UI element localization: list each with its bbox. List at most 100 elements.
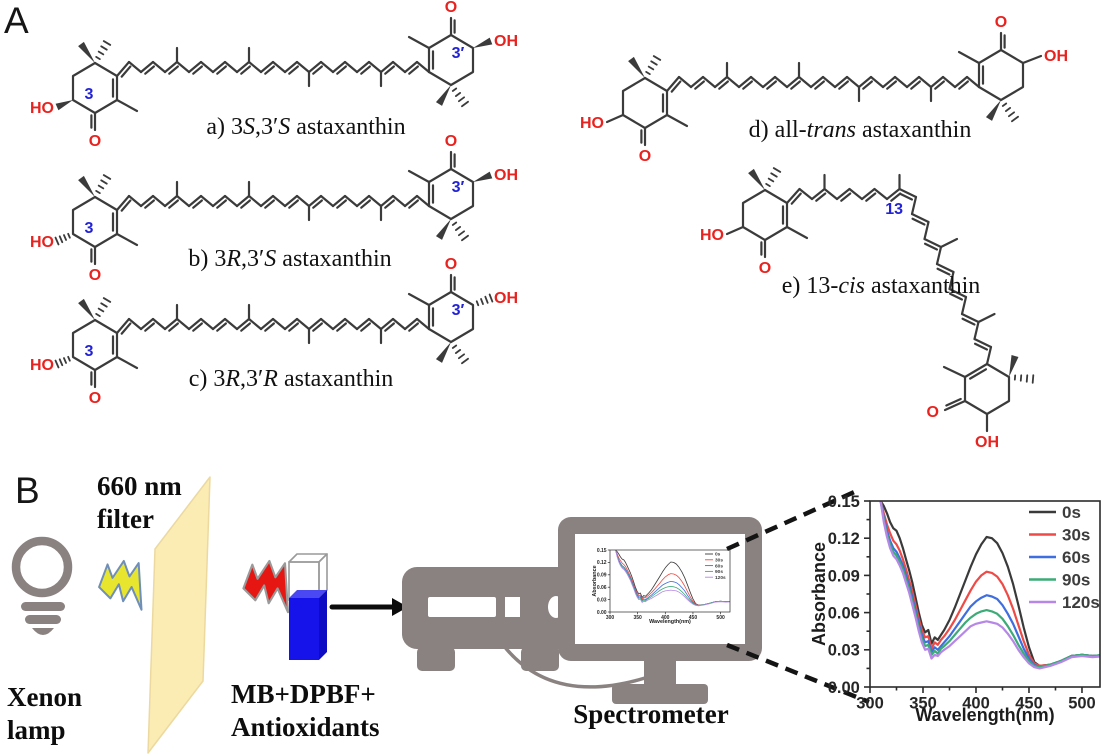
xenon-lamp-label: Xenon lamp <box>7 681 82 748</box>
filter-label-line2: filter <box>97 504 154 535</box>
caption-structure-c: c) 3R,3′R astaxanthin <box>189 366 394 393</box>
caption-part: astaxanthin <box>865 273 981 299</box>
xenon-lamp-icon <box>11 536 73 635</box>
svg-text:3′: 3′ <box>452 179 465 196</box>
caption-part: e) 13- <box>781 273 839 299</box>
svg-text:Wavelength(nm): Wavelength(nm) <box>915 705 1054 725</box>
caption-part: a) 3 <box>206 114 244 140</box>
caption-part: R <box>263 366 278 392</box>
cuvette-icon <box>288 553 328 660</box>
svg-text:OH: OH <box>494 167 518 184</box>
caption-part: ,3′ <box>240 366 264 392</box>
svg-text:HO: HO <box>700 227 724 244</box>
svg-text:O: O <box>445 133 457 150</box>
filter-pane-icon <box>147 476 211 754</box>
svg-text:O: O <box>89 390 101 407</box>
svg-text:O: O <box>445 0 457 16</box>
svg-text:350: 350 <box>633 615 642 621</box>
filter-label-line1: 660 nm <box>97 471 182 501</box>
svg-text:30s: 30s <box>715 558 723 564</box>
caption-part: astaxanthin <box>856 117 972 143</box>
svg-text:0.06: 0.06 <box>828 605 860 623</box>
svg-text:HO: HO <box>580 115 604 132</box>
svg-text:Absorbance: Absorbance <box>809 542 829 646</box>
svg-text:OH: OH <box>975 434 999 451</box>
sample-label-line2: Antioxidants <box>231 712 380 743</box>
svg-text:0.12: 0.12 <box>597 560 607 566</box>
caption-part: S <box>243 114 256 140</box>
svg-text:90s: 90s <box>1062 571 1090 590</box>
filter-label: 660 nm filter <box>97 470 182 537</box>
svg-text:O: O <box>89 267 101 284</box>
caption-part: d) all- <box>748 117 807 143</box>
svg-text:60s: 60s <box>1062 548 1090 567</box>
svg-text:HO: HO <box>30 357 54 374</box>
svg-text:HO: HO <box>30 100 54 117</box>
caption-part: R <box>225 366 241 392</box>
svg-text:300: 300 <box>856 695 884 713</box>
svg-text:O: O <box>445 256 457 273</box>
svg-text:0.00: 0.00 <box>828 679 860 697</box>
svg-text:3: 3 <box>85 86 94 103</box>
caption-part: astaxanthin <box>276 246 392 272</box>
svg-text:OH: OH <box>494 290 518 307</box>
svg-text:3: 3 <box>85 343 94 360</box>
spectrometer-label: Spectrometer <box>573 699 729 729</box>
svg-text:0s: 0s <box>1062 503 1081 522</box>
panel-b-label: B <box>15 470 40 511</box>
svg-text:3′: 3′ <box>452 45 465 62</box>
svg-text:0.03: 0.03 <box>597 597 607 603</box>
yellow-bolt-icon <box>98 559 143 611</box>
svg-text:O: O <box>639 148 651 165</box>
sample-label-line1: MB+DPBF+ <box>231 679 376 709</box>
svg-text:O: O <box>927 404 939 421</box>
dashed-connector-top <box>726 486 862 552</box>
svg-text:O: O <box>89 133 101 150</box>
svg-text:0.09: 0.09 <box>597 573 607 579</box>
caption-part: S <box>264 246 277 272</box>
svg-text:OH: OH <box>1044 48 1068 65</box>
xenon-label-line1: Xenon <box>7 682 83 712</box>
spectrometer-icon <box>402 567 580 671</box>
caption-part: R <box>226 246 242 272</box>
svg-text:300: 300 <box>606 615 615 621</box>
svg-text:13: 13 <box>885 201 903 218</box>
svg-text:0.15: 0.15 <box>828 493 860 511</box>
svg-text:30s: 30s <box>1062 526 1090 545</box>
svg-text:0s: 0s <box>715 552 721 558</box>
caption-part: astaxanthin <box>277 366 394 392</box>
svg-text:HO: HO <box>30 234 54 251</box>
svg-text:500: 500 <box>716 615 725 621</box>
xenon-label-line2: lamp <box>7 715 66 746</box>
svg-text:450: 450 <box>689 615 698 621</box>
dashed-connector-bottom <box>726 642 870 705</box>
svg-text:3: 3 <box>85 220 94 237</box>
caption-structure-a: a) 3S,3′S astaxanthin <box>206 114 405 141</box>
svg-text:400: 400 <box>661 615 670 621</box>
monitor-icon <box>558 517 762 704</box>
caption-part: c) 3 <box>188 366 226 392</box>
caption-structure-e: e) 13-cis astaxanthin <box>782 273 981 300</box>
svg-text:60s: 60s <box>715 563 723 569</box>
caption-part: trans <box>806 117 857 143</box>
svg-text:400: 400 <box>962 695 990 713</box>
caption-structure-b: b) 3R,3′S astaxanthin <box>188 246 391 273</box>
flow-arrow-icon <box>329 598 408 616</box>
svg-text:120s: 120s <box>715 575 726 581</box>
svg-text:500: 500 <box>1068 695 1096 713</box>
caption-part: ,3′ <box>255 114 279 140</box>
svg-text:0.06: 0.06 <box>597 585 607 591</box>
svg-text:120s: 120s <box>1062 593 1100 612</box>
svg-text:0.03: 0.03 <box>828 642 860 660</box>
caption-part: b) 3 <box>188 246 227 272</box>
svg-text:O: O <box>995 14 1007 31</box>
caption-part: S <box>278 114 291 140</box>
